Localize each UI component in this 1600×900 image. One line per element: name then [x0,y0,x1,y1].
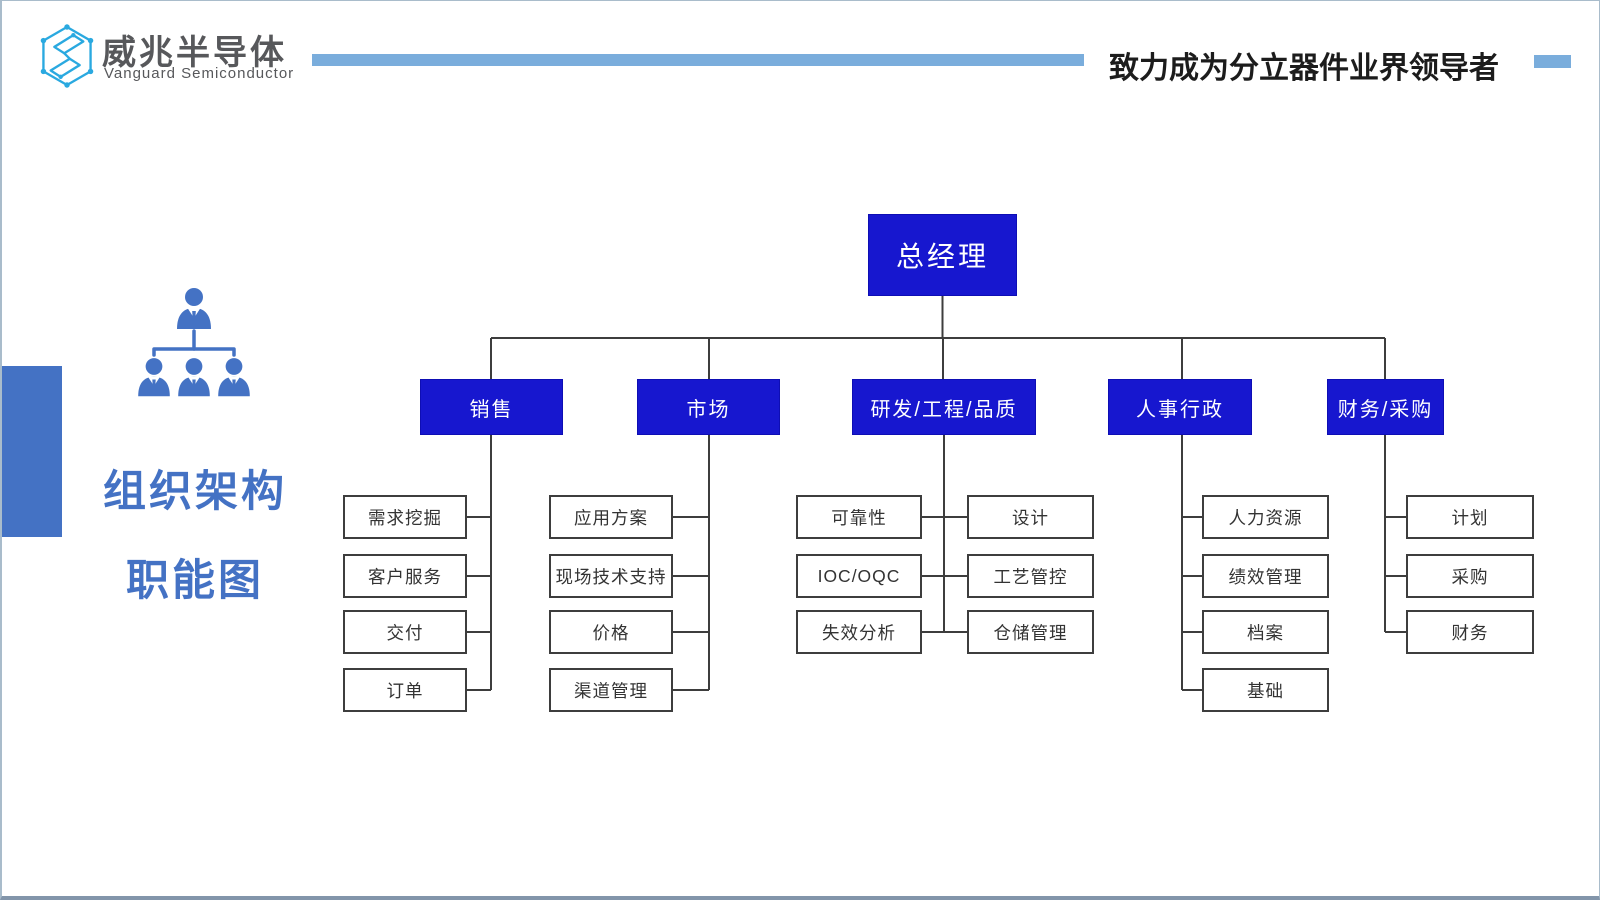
org-node-market-application-solutions: 应用方案 [549,495,673,539]
org-node-sales-customer-service: 客户服务 [343,554,467,598]
org-node-market-channel-mgmt: 渠道管理 [549,668,673,712]
org-node-rd-process-control: 工艺管控 [967,554,1094,598]
org-node-sales-delivery: 交付 [343,610,467,654]
org-node-hr-performance-mgmt: 绩效管理 [1202,554,1329,598]
org-node-hr-archives: 档案 [1202,610,1329,654]
org-node-market-pricing: 价格 [549,610,673,654]
org-node-finance-procurement: 财务/采购 [1327,379,1444,435]
org-node-fin-procurement: 采购 [1406,554,1534,598]
org-node-hr-foundation: 基础 [1202,668,1329,712]
header-slogan: 致力成为分立器件业界领导者 [1109,52,1499,85]
page-title-line1: 组织架构 [103,468,287,516]
company-logo-icon [40,24,94,88]
org-node-market-field-tech-support: 现场技术支持 [549,554,673,598]
org-node-sales-orders: 订单 [343,668,467,712]
company-name-en: Vanguard Semiconductor [104,65,295,82]
org-node-rd-ioc-oqc: IOC/OQC [796,554,922,598]
org-node-fin-finance: 财务 [1406,610,1534,654]
org-node-rd-reliability: 可靠性 [796,495,922,539]
org-node-general-manager: 总经理 [868,214,1017,296]
org-node-hr-human-resources: 人力资源 [1202,495,1329,539]
sidebar-accent-bar [2,366,62,537]
header-accent-bar [312,54,1084,66]
org-node-sales-demand-mining: 需求挖掘 [343,495,467,539]
org-node-rd-warehouse-mgmt: 仓储管理 [967,610,1094,654]
org-node-fin-planning: 计划 [1406,495,1534,539]
org-node-sales: 销售 [420,379,563,435]
org-node-rd-design: 设计 [967,495,1094,539]
page-title-line2: 职能图 [126,557,264,605]
org-node-market: 市场 [637,379,780,435]
company-name-cn: 威兆半导体 [102,34,287,72]
header-accent-dash [1534,55,1571,68]
org-hierarchy-icon [138,288,250,397]
org-node-rd-failure-analysis: 失效分析 [796,610,922,654]
org-node-hr-admin: 人事行政 [1108,379,1252,435]
org-node-rd-engineering-quality: 研发/工程/品质 [852,379,1036,435]
